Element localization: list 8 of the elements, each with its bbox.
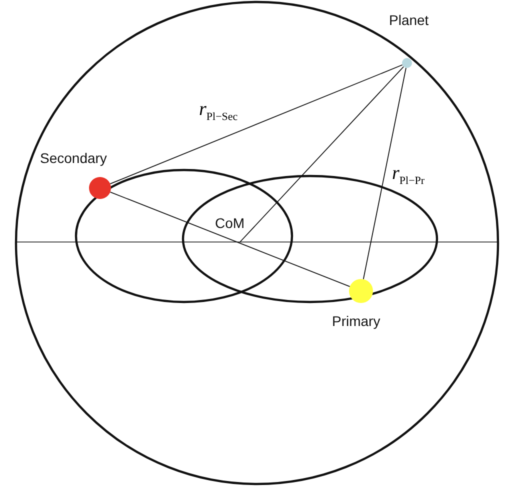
body-name: Planet bbox=[389, 12, 429, 28]
body-name: Primary bbox=[332, 313, 380, 329]
connector-line bbox=[110, 64, 403, 184]
connector-line bbox=[110, 192, 350, 288]
connector-line bbox=[362, 67, 406, 280]
connector-line bbox=[240, 66, 404, 242]
body-name: Secondary bbox=[40, 150, 107, 166]
body-name: CoM bbox=[215, 215, 245, 231]
